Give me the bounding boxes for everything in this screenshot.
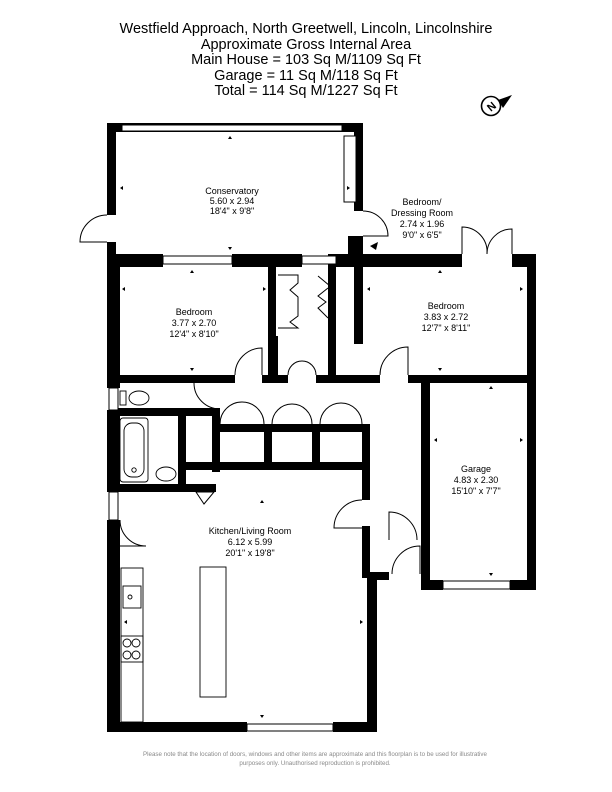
- room-size-imperial: 15'10" x 7'7": [451, 486, 500, 496]
- room-size-metric: 4.83 x 2.30: [454, 475, 499, 485]
- bedroom-left-door: [234, 347, 263, 376]
- room-name: Conservatory: [205, 186, 259, 196]
- walls: [107, 123, 536, 732]
- room-size-imperial: 20'1" x 19'8": [225, 548, 274, 558]
- hall-window: [108, 491, 119, 521]
- cupboard-door-2: [271, 403, 313, 425]
- bathroom-window: [108, 387, 119, 411]
- room-name: Bedroom: [176, 307, 213, 317]
- wardrobe-left: [278, 274, 300, 329]
- area-title: Approximate Gross Internal Area: [200, 36, 412, 53]
- room-name-2: Dressing Room: [391, 208, 453, 218]
- wardrobe-right: [317, 287, 329, 319]
- hall-door-stop: [195, 491, 216, 505]
- room-size-metric: 3.83 x 2.72: [424, 312, 469, 322]
- french-door-left: [461, 226, 488, 255]
- room-size-metric: 2.74 x 1.96: [400, 219, 445, 229]
- fixtures: [119, 390, 227, 723]
- doors: [79, 210, 513, 575]
- total-area: Total = 114 Sq M/1227 Sq Ft: [214, 83, 398, 99]
- disclaimer-line-1: Please note that the location of doors, …: [143, 751, 487, 758]
- hob-icon: [120, 635, 144, 663]
- conservatory-door: [79, 214, 108, 243]
- compass-icon: N: [480, 95, 512, 117]
- room-kitchen: Kitchen/Living Room 6.12 x 5.99 20'1" x …: [209, 526, 292, 558]
- kitchen-window: [246, 723, 334, 732]
- wardrobe-arrow: [317, 275, 331, 287]
- compass-letter: N: [485, 100, 499, 114]
- room-name: Garage: [461, 464, 491, 474]
- side-entrance-door: [391, 545, 421, 575]
- wardrobe-window: [301, 255, 337, 265]
- conservatory-side-window: [343, 135, 357, 203]
- room-size-imperial: 9'0" x 6'5": [402, 230, 441, 240]
- plan-header: Westfield Approach, North Greetwell, Lin…: [0, 21, 612, 100]
- room-size-metric: 6.12 x 5.99: [228, 537, 273, 547]
- basin-icon: [155, 466, 177, 482]
- address-line: Westfield Approach, North Greetwell, Lin…: [119, 21, 493, 37]
- sink-icon: [122, 585, 142, 609]
- room-size-imperial: 12'7" x 8'11": [422, 323, 471, 333]
- windows: [108, 124, 511, 732]
- disclaimer: Please note that the location of doors, …: [100, 750, 530, 768]
- bedroom-window: [162, 255, 233, 265]
- disclaimer-line-2: purposes only. Unauthorised reproduction…: [239, 760, 391, 767]
- room-dressing: Bedroom/ Dressing Room 2.74 x 1.96 9'0" …: [391, 197, 453, 240]
- room-size-imperial: 12'4" x 8'10": [169, 329, 218, 339]
- room-size-imperial: 18'4" x 9'8": [210, 206, 254, 216]
- room-garage: Garage 4.83 x 2.30 15'10" x 7'7": [451, 464, 500, 496]
- garage-door-inner: [333, 499, 363, 529]
- room-name: Bedroom: [428, 301, 465, 311]
- toilet-icon: [128, 390, 150, 406]
- room-bedroom-left: Bedroom 3.77 x 2.70 12'4" x 8'10": [169, 307, 218, 339]
- conservatory-window: [121, 124, 343, 132]
- bathroom-door: [193, 382, 221, 410]
- garage-area: Garage = 11 Sq M/118 Sq Ft: [214, 67, 398, 84]
- room-conservatory: Conservatory 5.60 x 2.94 18'4" x 9'8": [205, 186, 259, 216]
- bedroom-right-door: [379, 346, 409, 376]
- french-door-right: [486, 228, 513, 255]
- garage-door: [442, 580, 511, 590]
- room-name: Bedroom/: [402, 197, 442, 207]
- kitchen-door: [119, 519, 147, 547]
- garage-side-door: [388, 511, 418, 541]
- cupboard-door-1: [219, 401, 265, 425]
- conservatory-inner-door: [362, 210, 389, 237]
- room-name: Kitchen/Living Room: [209, 526, 292, 536]
- wardrobe-door: [287, 360, 317, 376]
- main-house-area: Main House = 103 Sq M/1109 Sq Ft: [191, 52, 421, 68]
- room-size-metric: 5.60 x 2.94: [210, 196, 255, 206]
- room-size-metric: 3.77 x 2.70: [172, 318, 217, 328]
- room-bedroom-right: Bedroom 3.83 x 2.72 12'7" x 8'11": [422, 301, 471, 333]
- dimension-ticks: [120, 136, 523, 718]
- cupboard-door-3: [319, 402, 363, 425]
- kitchen-island: [199, 566, 227, 698]
